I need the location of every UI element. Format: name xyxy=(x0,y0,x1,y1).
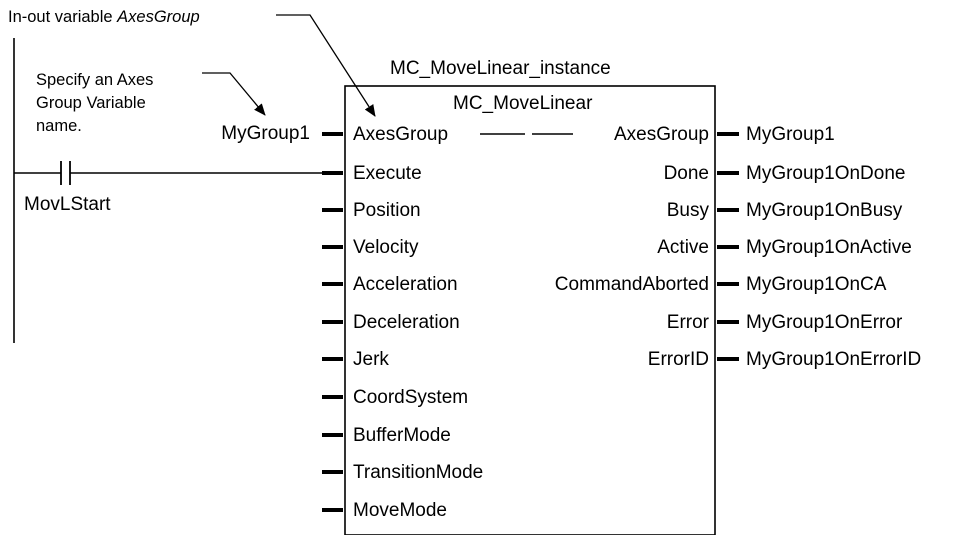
input-coordsystem: CoordSystem xyxy=(353,387,468,408)
input-movemode: MoveMode xyxy=(353,500,447,521)
specify-note-line3: name. xyxy=(36,117,82,135)
specify-note-line2: Group Variable xyxy=(36,94,146,112)
inout-annotation: In-out variable AxesGroup xyxy=(8,8,200,26)
input-pin-stub xyxy=(322,208,343,212)
output-active-pin: Active xyxy=(657,237,709,258)
output-busy-pin: Busy xyxy=(667,200,710,221)
input-pin-stub xyxy=(322,433,343,437)
inout-arrow xyxy=(276,14,376,117)
axes-group-input-variable: MyGroup1 xyxy=(221,123,310,144)
output-active-variable: MyGroup1OnActive xyxy=(746,237,912,258)
input-axesgroup: AxesGroup xyxy=(353,124,448,145)
output-done-variable: MyGroup1OnDone xyxy=(746,163,905,184)
output-pins: AxesGroup MyGroup1 Done MyGroup1OnDone B… xyxy=(555,124,921,370)
output-done-pin: Done xyxy=(664,163,709,184)
input-pin-stub xyxy=(322,245,343,249)
function-block xyxy=(344,85,716,535)
output-errorid-variable: MyGroup1OnErrorID xyxy=(746,349,921,370)
specify-arrow xyxy=(202,72,266,116)
input-pin-stub xyxy=(322,508,343,512)
input-velocity: Velocity xyxy=(353,237,419,258)
input-pin-stub xyxy=(322,357,343,361)
output-errorid-pin: ErrorID xyxy=(648,349,709,370)
input-position: Position xyxy=(353,200,421,221)
output-pin-stub xyxy=(717,282,739,286)
output-pin-stub xyxy=(717,357,739,361)
input-execute: Execute xyxy=(353,163,422,184)
instance-name: MC_MoveLinear_instance xyxy=(390,58,611,79)
input-pin-stub xyxy=(322,171,343,175)
input-transitionmode: TransitionMode xyxy=(353,462,483,483)
block-name: MC_MoveLinear xyxy=(453,93,593,114)
specify-note-line1: Specify an Axes xyxy=(36,71,153,89)
output-error-pin: Error xyxy=(667,312,710,333)
output-pin-stub xyxy=(717,245,739,249)
contact-label: MovLStart xyxy=(24,194,111,215)
input-pin-stub xyxy=(322,132,343,136)
input-jerk: Jerk xyxy=(353,349,389,370)
input-deceleration: Deceleration xyxy=(353,312,460,333)
output-pin-stub xyxy=(717,208,739,212)
output-axesgroup-variable: MyGroup1 xyxy=(746,124,835,145)
output-error-variable: MyGroup1OnError xyxy=(746,312,903,333)
input-pin-stub xyxy=(322,282,343,286)
input-pin-stub xyxy=(322,320,343,324)
output-commandaborted-variable: MyGroup1OnCA xyxy=(746,274,887,295)
output-axesgroup-pin: AxesGroup xyxy=(614,124,709,145)
output-commandaborted-pin: CommandAborted xyxy=(555,274,709,295)
output-pin-stub xyxy=(717,320,739,324)
input-pin-stub xyxy=(322,395,343,399)
input-pins: AxesGroup Execute Position Velocity Acce… xyxy=(322,124,483,521)
output-pin-stub xyxy=(717,171,739,175)
output-pin-stub xyxy=(717,132,739,136)
input-pin-stub xyxy=(322,470,343,474)
input-acceleration: Acceleration xyxy=(353,274,458,295)
input-buffermode: BufferMode xyxy=(353,425,451,446)
output-busy-variable: MyGroup1OnBusy xyxy=(746,200,903,221)
